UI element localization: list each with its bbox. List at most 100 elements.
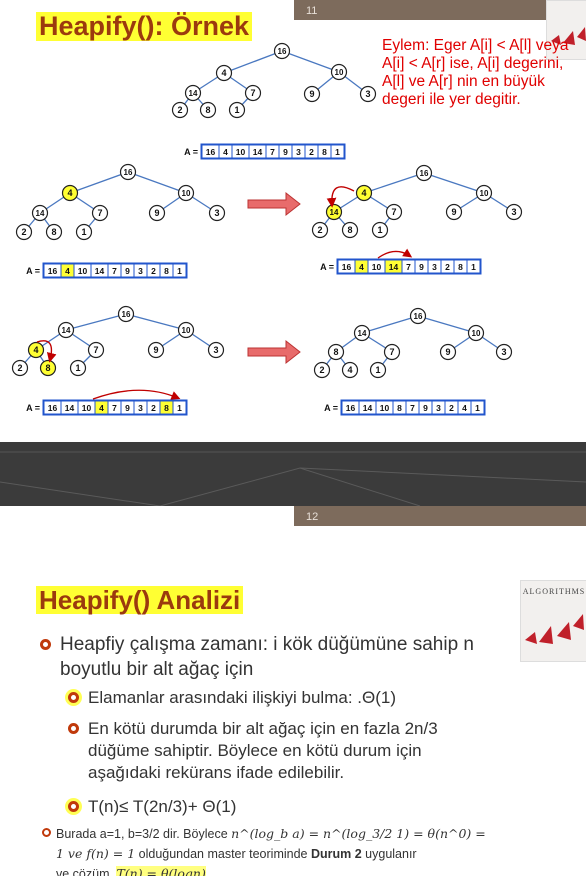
tree-node: 14 bbox=[325, 203, 343, 221]
array-cell-value: 2 bbox=[151, 266, 156, 276]
array-cell-value: 16 bbox=[206, 147, 216, 157]
array-label: A = bbox=[320, 262, 334, 272]
solution-formula: T(n) = θ(logn) bbox=[116, 866, 206, 876]
tree-node: 10 bbox=[177, 184, 195, 202]
tree-node-value: 16 bbox=[278, 47, 287, 56]
tree-node: 4 bbox=[27, 341, 45, 359]
array-cell bbox=[172, 263, 187, 278]
tree-edge bbox=[281, 50, 340, 73]
tree-node-value: 8 bbox=[51, 227, 56, 237]
array-cell-value: 9 bbox=[419, 262, 424, 272]
tree-node-value: 4 bbox=[67, 188, 72, 198]
array-cell-value: 10 bbox=[380, 403, 390, 413]
tree-node: 9 bbox=[148, 204, 166, 222]
tree-node-value: 16 bbox=[122, 310, 131, 319]
bullet-dot-icon bbox=[68, 801, 79, 812]
array-cell-value: 14 bbox=[65, 403, 75, 413]
array-cell-value: 2 bbox=[445, 262, 450, 272]
array-cell-value: 4 bbox=[359, 262, 364, 272]
tree-node: 9 bbox=[445, 203, 463, 221]
tree-node-value: 14 bbox=[358, 329, 367, 338]
array-cell-value: 1 bbox=[177, 266, 182, 276]
tree-edge bbox=[125, 313, 187, 331]
tree-node: 2 bbox=[171, 101, 189, 119]
array-cell-value: 16 bbox=[48, 266, 58, 276]
tree-node-value: 2 bbox=[177, 105, 182, 115]
tree-node: 14 bbox=[31, 204, 49, 222]
tree-node: 16 bbox=[119, 163, 137, 181]
tree-node-value: 4 bbox=[347, 365, 352, 375]
slide-title: Heapify(): Örnek bbox=[36, 12, 253, 41]
tree-node-value: 16 bbox=[414, 312, 423, 321]
array-label: A = bbox=[184, 147, 198, 157]
tree-node: 1 bbox=[369, 361, 387, 379]
tree-node-value: 9 bbox=[154, 208, 159, 218]
tree-node: 1 bbox=[69, 359, 87, 377]
bullet-dot-icon bbox=[68, 692, 79, 703]
bullet-item: En kötü durumda bir alt ağaç için en faz… bbox=[68, 718, 488, 784]
tree-node-value: 7 bbox=[97, 208, 102, 218]
tree-node: 10 bbox=[177, 321, 195, 339]
tree-node: 10 bbox=[467, 324, 485, 342]
heap-tree: 16 4 10 14 7 9 3 2 8 1 bbox=[15, 163, 226, 241]
tree-node: 8 bbox=[45, 223, 63, 241]
array-cell-value: 10 bbox=[372, 262, 382, 272]
tree-node-value: 9 bbox=[153, 345, 158, 355]
array-cell-value: 7 bbox=[410, 403, 415, 413]
tree-node: 1 bbox=[228, 101, 246, 119]
bullet-dot-icon bbox=[42, 828, 51, 837]
array-cell-value: 4 bbox=[223, 147, 228, 157]
array-cell-value: 3 bbox=[436, 403, 441, 413]
tree-node: 9 bbox=[303, 85, 321, 103]
tree-node-value: 4 bbox=[221, 68, 226, 78]
array-label: A = bbox=[26, 266, 40, 276]
tree-node-value: 1 bbox=[375, 365, 380, 375]
tree-node-value: 3 bbox=[213, 345, 218, 355]
array-cell bbox=[172, 400, 187, 415]
tree-node: 1 bbox=[371, 221, 389, 239]
array-cell-value: 7 bbox=[112, 266, 117, 276]
book-cover-image: ALGORITHMS bbox=[520, 580, 586, 662]
tree-node: 8 bbox=[327, 343, 345, 361]
array-cell-value: 7 bbox=[112, 403, 117, 413]
tree-node-value: 4 bbox=[33, 345, 38, 355]
tree-node: 4 bbox=[355, 184, 373, 202]
array-cell-value: 8 bbox=[458, 262, 463, 272]
book-title: ALGORITHMS bbox=[522, 587, 586, 596]
book-cover-image bbox=[546, 0, 586, 60]
array-cell-value: 3 bbox=[138, 266, 143, 276]
slide-title: Heapify() Analizi bbox=[36, 586, 244, 614]
tree-node: 3 bbox=[359, 85, 377, 103]
slide-11: 1 1 Heapify(): Örnek Eylem: Eger A[i] < A… bbox=[11, 0, 586, 416]
tree-node: 2 bbox=[15, 223, 33, 241]
tree-node-value: 14 bbox=[330, 208, 339, 217]
tree-node: 16 bbox=[415, 164, 433, 182]
array-cell-value: 3 bbox=[432, 262, 437, 272]
array-cell-value: 3 bbox=[138, 403, 143, 413]
bullet-item: Burada a=1, b=3/2 dir. Böylece n^(log_b … bbox=[42, 824, 572, 876]
swap-arrow bbox=[36, 340, 57, 363]
array-cell-value: 10 bbox=[236, 147, 246, 157]
tree-node-value: 8 bbox=[333, 347, 338, 357]
array-cell-value: 8 bbox=[397, 403, 402, 413]
tree-node: 3 bbox=[505, 203, 523, 221]
tree-node-value: 3 bbox=[501, 347, 506, 357]
tree-node: 9 bbox=[147, 341, 165, 359]
action-note: Eylem: Eger A[i] < A[l] veya A[i] < A[r]… bbox=[382, 37, 569, 108]
tree-node: 3 bbox=[208, 204, 226, 222]
array-cell-value: 7 bbox=[406, 262, 411, 272]
tree-edge bbox=[69, 171, 129, 194]
tree-node: 1 bbox=[75, 223, 93, 241]
tree-edge bbox=[423, 172, 485, 194]
array-cell-value: 7 bbox=[270, 147, 275, 157]
tree-node-value: 7 bbox=[391, 207, 396, 217]
tree-node: 16 bbox=[409, 307, 427, 325]
tree-node-value: 14 bbox=[62, 326, 71, 335]
bullet-item: Elamanlar arasındaki ilişkiyi bulma: .Θ(… bbox=[68, 687, 538, 709]
